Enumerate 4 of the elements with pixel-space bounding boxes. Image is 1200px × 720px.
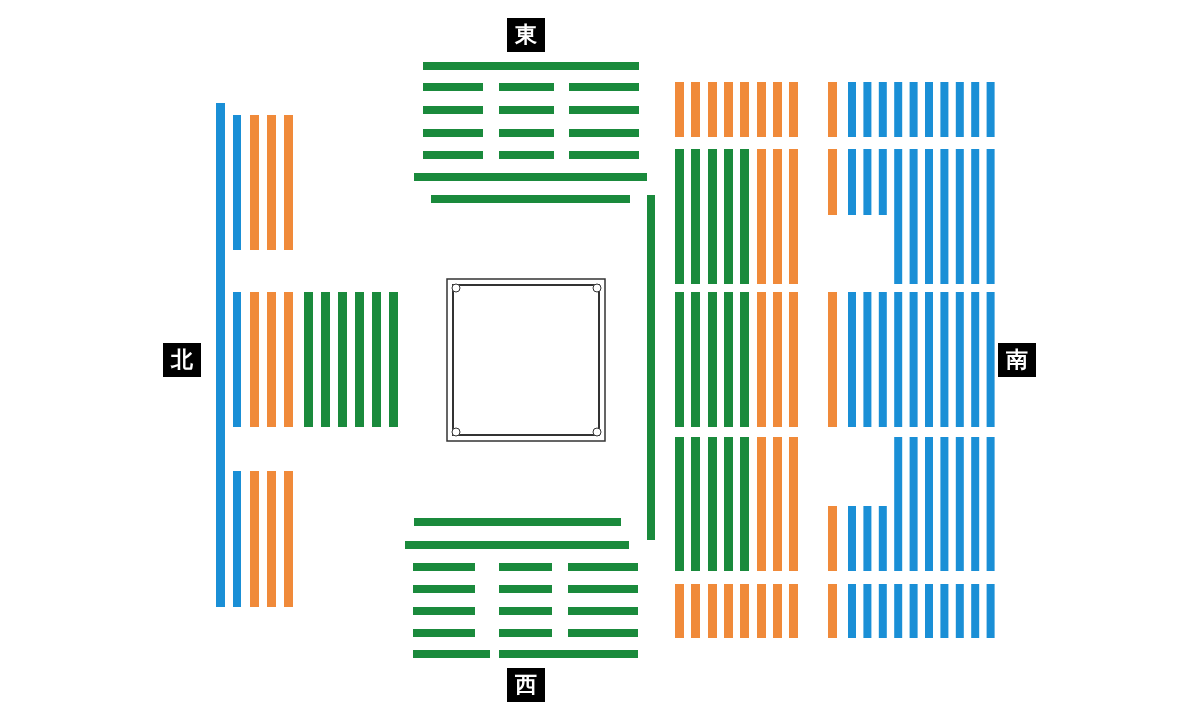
direction-label: 西 [507, 668, 545, 702]
direction-label: 北 [163, 343, 201, 377]
direction-label: 南 [998, 343, 1036, 377]
direction-label: 東 [507, 18, 545, 52]
